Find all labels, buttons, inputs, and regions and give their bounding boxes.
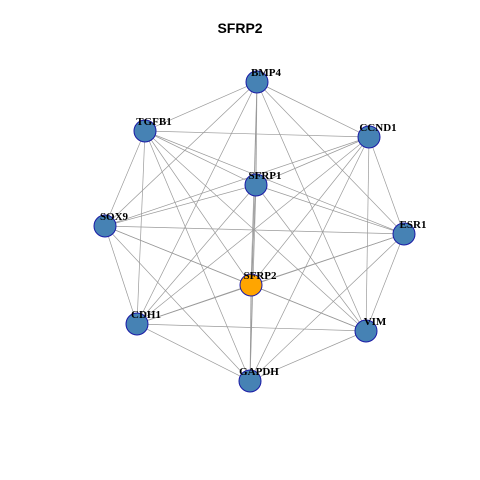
edge-ccnd1-cdh1: [136, 136, 370, 325]
edge-sfrp2-gapdh: [249, 284, 252, 382]
node-vim: VIM: [354, 316, 387, 343]
node-circle: [239, 273, 263, 297]
edge-cdh1-gapdh: [136, 323, 251, 382]
node-sox9: SOX9: [93, 211, 129, 238]
edge-sfrp1-cdh1: [136, 184, 257, 325]
node-ccnd1: CCND1: [357, 122, 397, 149]
node-circle: [125, 312, 149, 336]
node-sfrp2: SFRP2: [239, 270, 278, 297]
node-label: TGFB1: [136, 116, 171, 128]
node-label: VIM: [364, 316, 387, 328]
edge-bmp4-esr1: [256, 81, 405, 235]
edge-bmp4-sox9: [104, 81, 258, 227]
node-label: ESR1: [400, 219, 427, 231]
edge-ccnd1-vim: [365, 136, 370, 332]
edge-sfrp1-esr1: [255, 184, 405, 235]
edge-bmp4-ccnd1: [256, 81, 370, 138]
node-circle: [93, 214, 117, 238]
edge-sox9-esr1: [104, 225, 405, 235]
edge-vim-gapdh: [249, 330, 367, 382]
edge-sox9-cdh1: [104, 225, 138, 325]
node-circle: [354, 319, 378, 343]
edge-bmp4-vim: [256, 81, 367, 332]
node-cdh1: CDH1: [125, 309, 161, 336]
edge-esr1-vim: [365, 233, 405, 332]
edge-tgfb1-cdh1: [136, 130, 146, 325]
edge-sfrp2-vim: [250, 284, 367, 332]
figure-title: SFRP2: [217, 20, 263, 36]
node-circle: [357, 125, 381, 149]
node-circle: [392, 222, 416, 246]
node-label: BMP4: [251, 67, 281, 79]
node-label: SFRP1: [249, 170, 282, 182]
node-label: CDH1: [131, 309, 161, 321]
node-esr1: ESR1: [392, 219, 427, 246]
edge-sfrp1-vim: [255, 184, 367, 332]
edge-sfrp2-cdh1: [136, 284, 252, 325]
node-circle: [244, 173, 268, 197]
node-label: SFRP2: [244, 270, 278, 282]
node-tgfb1: TGFB1: [133, 116, 172, 143]
edge-bmp4-tgfb1: [144, 81, 258, 132]
node-bmp4: BMP4: [245, 67, 281, 94]
edge-layer: [104, 81, 405, 382]
edge-tgfb1-vim: [144, 130, 367, 332]
edge-tgfb1-sox9: [104, 130, 146, 227]
node-circle: [238, 369, 262, 393]
edge-ccnd1-sfrp1: [255, 136, 370, 186]
edge-bmp4-cdh1: [136, 81, 258, 325]
edge-ccnd1-gapdh: [249, 136, 370, 382]
edge-sox9-gapdh: [104, 225, 251, 382]
node-circle: [245, 70, 269, 94]
edge-tgfb1-ccnd1: [144, 130, 370, 138]
edge-tgfb1-gapdh: [144, 130, 251, 382]
edge-ccnd1-esr1: [368, 136, 405, 235]
node-label: GAPDH: [239, 366, 279, 378]
edge-tgfb1-esr1: [144, 130, 405, 235]
edge-tgfb1-sfrp2: [144, 130, 252, 286]
edge-ccnd1-sfrp2: [250, 136, 370, 286]
edge-ccnd1-sox9: [104, 136, 370, 227]
node-label: SOX9: [100, 211, 129, 223]
node-gapdh: GAPDH: [238, 366, 279, 393]
node-label: CCND1: [359, 122, 396, 134]
edge-tgfb1-sfrp1: [144, 130, 257, 186]
node-circle: [133, 119, 157, 143]
edge-cdh1-vim: [136, 323, 367, 332]
edge-sfrp1-sox9: [104, 184, 257, 227]
node-sfrp1: SFRP1: [244, 170, 282, 197]
edge-esr1-gapdh: [249, 233, 405, 382]
